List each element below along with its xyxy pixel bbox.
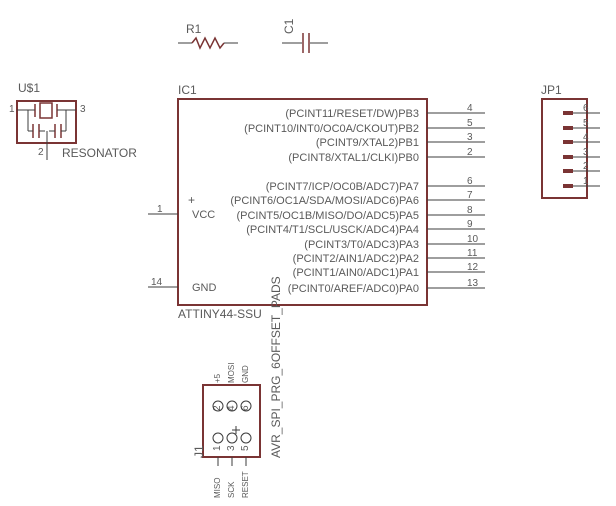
u1-pin-right: 3 (80, 104, 86, 115)
pin-number: 9 (467, 219, 473, 230)
resonator-u1[interactable]: U$1 1 3 2 RESONATOR (9, 81, 137, 160)
pin-label: (PCINT11/RESET/DW)PB3 (285, 108, 419, 120)
pin-label: (PCINT5/OC1B/MISO/DO/ADC5)PA5 (236, 210, 419, 222)
jp1-body (541, 98, 588, 199)
jp1-name: JP1 (541, 83, 562, 97)
ic1-pin-vcc[interactable]: 1 + VCC (148, 193, 215, 221)
pin-label: (PCINT3/T0/ADC3)PA3 (304, 239, 419, 251)
j1-signal-miso: MISO (213, 478, 222, 498)
c1-name: C1 (282, 18, 296, 34)
pin-number: 3 (583, 147, 589, 158)
crystal-symbol-icon (17, 102, 76, 160)
pin-number: 1 (583, 176, 589, 187)
pin-label: (PCINT9/XTAL2)PB1 (316, 137, 419, 149)
jp1-pin-1[interactable]: 1 (563, 176, 600, 188)
pin-number: 7 (467, 190, 473, 201)
jp1-pin-5[interactable]: 5 (563, 118, 600, 130)
ic1-pin-pb3[interactable]: 4 (PCINT11/RESET/DW)PB3 (285, 103, 485, 120)
pin-contact-icon (563, 169, 573, 173)
pin-label: (PCINT1/AIN0/ADC1)PA1 (293, 267, 419, 279)
j1-value: AVR_SPI_PRG_6OFFSET_PADS (269, 276, 283, 458)
pin-contact-icon (563, 140, 573, 144)
j1-signal-gnd: GND (241, 365, 250, 383)
pin-number: 13 (467, 278, 479, 289)
pin-number: 5 (467, 118, 473, 129)
ic1-pin-pb2[interactable]: 5 (PCINT10/INT0/OC0A/CKOUT)PB2 (244, 118, 485, 135)
ic1-pin-pa1[interactable]: 12 (PCINT1/AIN0/ADC1)PA1 (293, 262, 485, 279)
j1-signal-reset: RESET (241, 471, 250, 498)
pin-contact-icon (563, 111, 573, 115)
u1-value: RESONATOR (62, 146, 137, 160)
power-plus-icon: + (188, 193, 195, 207)
pin-label: GND (192, 282, 217, 294)
ic1-pin-pa2[interactable]: 11 (PCINT2/AIN1/ADC2)PA2 (293, 248, 485, 265)
pin-pad-icon (212, 400, 252, 444)
ic1-part: ATTINY44-SSU (178, 307, 262, 321)
j1-name: J1 (192, 445, 206, 458)
pin-number: 14 (151, 277, 163, 288)
pin-number: 2 (467, 147, 473, 158)
r1-name: R1 (186, 22, 202, 36)
header-jp1[interactable]: JP1 6 5 4 3 2 1 (541, 83, 600, 199)
pin-label: (PCINT7/ICP/OC0B/ADC7)PA7 (266, 181, 419, 193)
connector-j1[interactable]: J1 AVR_SPI_PRG_6OFFSET_PADS +5 MOSI GND … (192, 276, 283, 498)
j1-signal-5v: +5 (213, 373, 222, 383)
resistor-r1[interactable]: R1 (178, 22, 238, 50)
pin-number: 5 (583, 118, 589, 129)
pin-label: (PCINT2/AIN1/ADC2)PA2 (293, 253, 419, 265)
pin-number: 4 (226, 405, 237, 411)
pin-number: 8 (467, 205, 473, 216)
pin-number: 1 (212, 445, 223, 451)
jp1-pin-6[interactable]: 6 (563, 103, 600, 115)
capacitor-c1[interactable]: C1 (282, 18, 328, 53)
pin-contact-icon (563, 155, 573, 159)
pin-label: (PCINT6/OC1A/SDA/MOSI/ADC6)PA6 (230, 195, 419, 207)
pin-number: 3 (226, 445, 237, 451)
pin-number: 10 (467, 234, 479, 245)
jp1-pin-4[interactable]: 4 (563, 132, 600, 144)
pin-number: 11 (467, 248, 478, 259)
ic1-name: IC1 (178, 83, 197, 97)
ic1-pin-pa5[interactable]: 8 (PCINT5/OC1B/MISO/DO/ADC5)PA5 (236, 205, 485, 222)
pin-number: 6 (583, 103, 589, 114)
pin-number: 3 (467, 132, 473, 143)
j1-signal-mosi: MOSI (227, 363, 236, 383)
pin-number: 1 (157, 204, 163, 215)
resistor-symbol-icon (191, 36, 225, 50)
ic1-pin-pa3[interactable]: 10 (PCINT3/T0/ADC3)PA3 (304, 234, 485, 251)
pin-number: 6 (240, 405, 251, 411)
pin-number: 4 (467, 103, 473, 114)
ic1-pin-pb1[interactable]: 3 (PCINT9/XTAL2)PB1 (316, 132, 485, 149)
jp1-pin-2[interactable]: 2 (563, 161, 600, 173)
ic1-pin-pa4[interactable]: 9 (PCINT4/T1/SCL/USCK/ADC4)PA4 (246, 219, 485, 236)
pin-label: (PCINT4/T1/SCL/USCK/ADC4)PA4 (246, 224, 419, 236)
u1-name: U$1 (18, 81, 40, 95)
j1-signal-sck: SCK (227, 481, 236, 498)
ic1-body (177, 98, 428, 306)
pin-label: (PCINT10/INT0/OC0A/CKOUT)PB2 (244, 123, 419, 135)
pin-number: 2 (212, 405, 223, 411)
u1-pin-left: 1 (9, 104, 15, 115)
pin-contact-icon (563, 126, 573, 130)
pin-number: 12 (467, 262, 479, 273)
pin-number: 6 (467, 176, 473, 187)
ic1-pin-pb0[interactable]: 2 (PCINT8/XTAL1/CLKI)PB0 (288, 147, 485, 164)
jp1-pin-3[interactable]: 3 (563, 147, 600, 159)
pin-label: (PCINT0/AREF/ADC0)PA0 (288, 283, 419, 295)
pin-label: (PCINT8/XTAL1/CLKI)PB0 (288, 152, 419, 164)
ic1-pin-pa0[interactable]: 13 (PCINT0/AREF/ADC0)PA0 (288, 278, 485, 295)
pin-label: VCC (192, 209, 215, 221)
ic1-pin-gnd[interactable]: 14 GND (148, 277, 217, 294)
pin-number: 4 (583, 132, 589, 143)
pin-contact-icon (563, 184, 573, 188)
pin-number: 2 (583, 161, 589, 172)
u1-pin-bottom: 2 (38, 147, 44, 158)
ic1-attiny44[interactable]: IC1 ATTINY44-SSU 1 + VCC 14 GND 4 (PCINT… (148, 83, 485, 321)
pin-number: 5 (240, 445, 251, 451)
ic1-pin-pa7[interactable]: 6 (PCINT7/ICP/OC0B/ADC7)PA7 (266, 176, 485, 193)
ic1-pin-pa6[interactable]: 7 (PCINT6/OC1A/SDA/MOSI/ADC6)PA6 (230, 190, 485, 207)
